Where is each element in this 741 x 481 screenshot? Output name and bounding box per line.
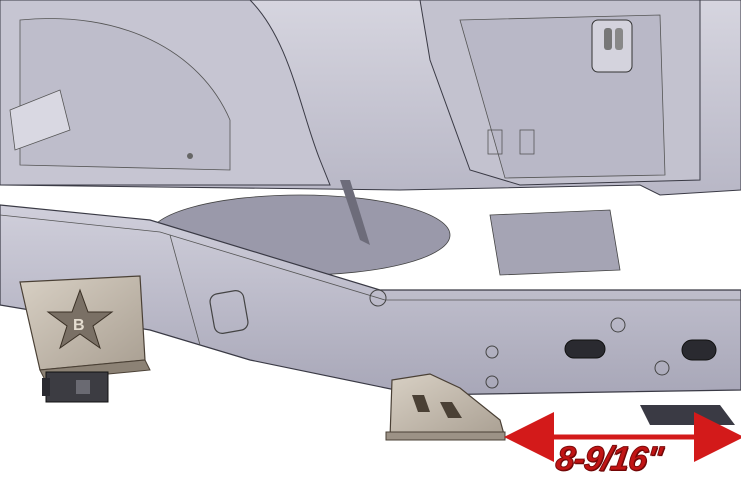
connector-icon bbox=[42, 371, 109, 403]
center-mount-bracket bbox=[385, 373, 506, 441]
left-mount-bracket: B bbox=[19, 275, 151, 403]
svg-text:B: B bbox=[73, 317, 85, 334]
star-logo-icon: B bbox=[46, 288, 114, 350]
dimension-label: 8-9/16" bbox=[553, 440, 665, 479]
rear-body-panel bbox=[0, 0, 741, 276]
